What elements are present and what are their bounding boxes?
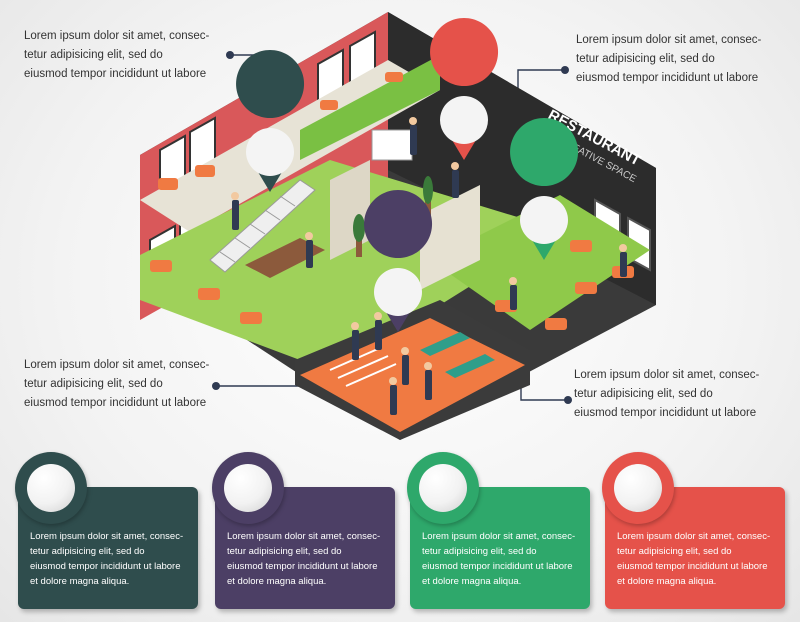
- callout-middle-left: Lorem ipsum dolor sit amet, consec- tetu…: [24, 359, 210, 409]
- info-card-4-badge-inner: [614, 464, 662, 512]
- pin-entrance: [364, 190, 433, 332]
- pin-stairs: [236, 50, 305, 192]
- info-card-1-badge: [15, 452, 87, 524]
- lower-room-floor: [300, 318, 525, 432]
- info-card-3-badge: [407, 452, 479, 524]
- partition-wall: [420, 185, 480, 290]
- lounge-chairs: [420, 332, 495, 378]
- ground-floor-right: [430, 195, 650, 330]
- info-card-4-badge: [602, 452, 674, 524]
- info-card-3-badge-inner: [419, 464, 467, 512]
- staircase: [209, 179, 316, 273]
- kitchen-window: [371, 129, 413, 161]
- pin-kitchen: [430, 18, 499, 160]
- callout-middle-right: Lorem ipsum dolor sit amet, consec- tetu…: [574, 369, 760, 419]
- callout-top-left: Lorem ipsum dolor sit amet, consec- tetu…: [24, 30, 210, 80]
- info-card-2-badge-inner: [224, 464, 272, 512]
- connector-dots: [212, 51, 572, 404]
- info-card-2-text: Lorem ipsum dolor sit amet, consec- tetu…: [227, 531, 381, 587]
- counter: [245, 238, 325, 278]
- upper-floor: [300, 55, 440, 160]
- info-card-1-badge-inner: [27, 464, 75, 512]
- pin-dining: [510, 118, 579, 260]
- callout-top-right: Lorem ipsum dolor sit amet, consec- tetu…: [576, 34, 762, 84]
- info-card-2-badge: [212, 452, 284, 524]
- people-heads: [231, 117, 627, 385]
- info-card-3-text: Lorem ipsum dolor sit amet, consec- tetu…: [422, 531, 576, 587]
- info-card-4-text: Lorem ipsum dolor sit amet, consec- tetu…: [617, 531, 771, 587]
- info-card-1-text: Lorem ipsum dolor sit amet, consec- tetu…: [30, 531, 184, 587]
